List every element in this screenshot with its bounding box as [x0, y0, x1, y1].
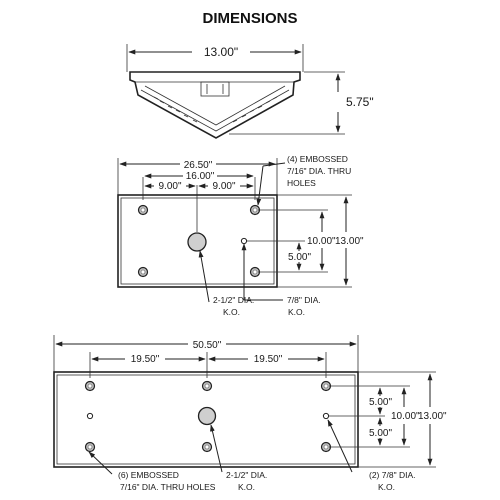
top-vent-ticks-left: [153, 96, 198, 123]
mid-large-ko-note-line1: 2-1/2" DIA.: [213, 295, 254, 305]
bot-large-ko-note-line2: K.O.: [238, 482, 255, 492]
mid-span-label: 16.00": [186, 171, 215, 182]
middle-view: 26.50" 16.00" 9.00" 9.00" 5.00" 1: [117, 154, 364, 317]
top-housing-outline: [129, 71, 301, 139]
bot-inner-label: 10.00": [391, 411, 420, 422]
bot-holes-note-line1: (6) EMBOSSED: [118, 470, 179, 480]
top-housing-inner-left: [140, 89, 290, 132]
mid-mounting-hole: [137, 266, 149, 278]
bot-small-knockout-left: [86, 412, 94, 420]
mid-large-knockout: [187, 232, 207, 252]
bot-large-ko-leader: [210, 424, 223, 473]
mid-half-left-label: 9.00": [158, 181, 181, 192]
mid-half-right-label: 9.00": [212, 181, 235, 192]
bottom-view: 50.50" 19.50" 19.50" 5.00" 5.00": [53, 335, 447, 492]
mid-right-inner-label: 10.00": [307, 236, 336, 247]
bot-overall-height-label: 13.00": [418, 411, 447, 422]
bot-large-ko-note-line1: 2-1/2" DIA.: [226, 470, 267, 480]
mid-right-half-label: 5.00": [288, 252, 311, 263]
mid-right-overall-label: 13.00": [335, 236, 364, 247]
bot-small-ko-note-line1: (2) 7/8" DIA.: [369, 470, 415, 480]
bot-small-knockout-right: [322, 412, 330, 420]
mid-holes-leader-end: [256, 165, 264, 206]
bot-large-knockout: [197, 406, 217, 426]
bot-plate: [53, 371, 359, 468]
top-width-label: 13.00": [204, 45, 238, 59]
bot-holes-leader: [88, 451, 113, 475]
mid-holes-note-line3: HOLES: [287, 178, 316, 188]
bot-upper-half-label: 5.00": [369, 397, 392, 408]
bot-left-span-label: 19.50": [131, 354, 160, 365]
top-view: 13.00" 5.75": [126, 44, 374, 139]
mid-small-knockout: [240, 237, 248, 245]
top-housing-box: [200, 81, 230, 97]
bot-mounting-hole: [84, 441, 96, 453]
bot-plate-inner: [56, 374, 356, 465]
bot-small-ko-leader: [327, 419, 353, 473]
bot-mounting-hole: [201, 441, 213, 453]
mid-overall-label: 26.50": [184, 160, 213, 171]
mid-mounting-hole: [137, 204, 149, 216]
top-vent-ticks-right: [232, 96, 278, 123]
bot-mounting-hole: [201, 380, 213, 392]
mid-small-ko-note-line2: K.O.: [288, 307, 305, 317]
page-title: DIMENSIONS: [202, 10, 297, 27]
mid-holes-leader: [262, 162, 286, 167]
bot-small-ko-note-line2: K.O.: [378, 482, 395, 492]
bot-lower-half-label: 5.00": [369, 428, 392, 439]
mid-holes-note-line1: (4) EMBOSSED: [287, 154, 348, 164]
mid-holes-note-line2: 7/16" DIA. THRU: [287, 166, 351, 176]
mid-large-ko-note-line2: K.O.: [223, 307, 240, 317]
mid-large-ko-leader: [198, 250, 210, 303]
top-housing-inner-right: [144, 85, 286, 126]
bot-overall-label: 50.50": [193, 340, 222, 351]
top-height-label: 5.75": [346, 95, 374, 109]
mid-small-ko-note-line1: 7/8" DIA.: [287, 295, 321, 305]
bot-holes-note-line2: 7/16" DIA. THRU HOLES: [120, 482, 216, 492]
bot-mounting-hole: [84, 380, 96, 392]
bot-right-span-label: 19.50": [254, 354, 283, 365]
bot-mounting-hole: [320, 441, 332, 453]
